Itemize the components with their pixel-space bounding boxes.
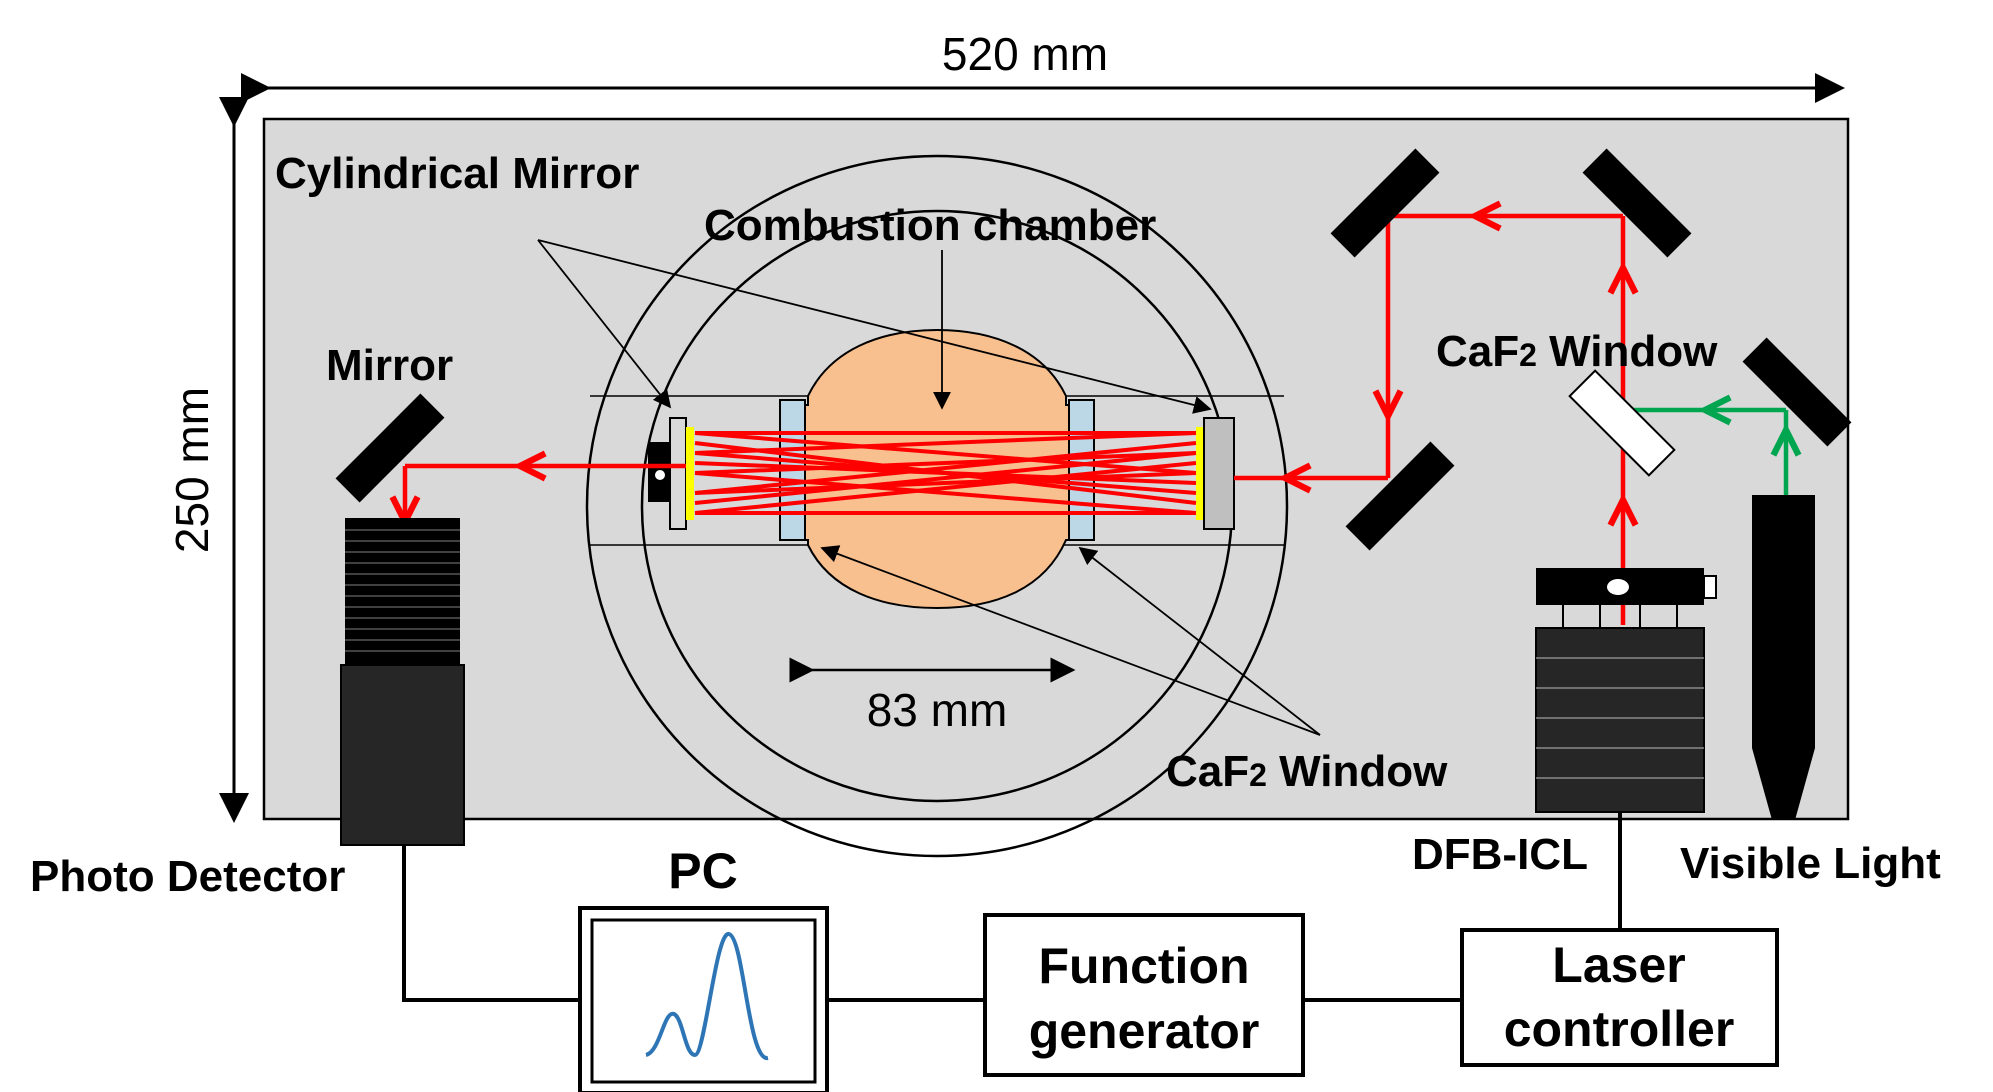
steering-mirror-visible — [1742, 337, 1852, 447]
signal-wiring — [402, 812, 1622, 1002]
caf2-beam-splitter — [1568, 369, 1676, 477]
cylindrical-mirror-right — [1203, 417, 1235, 530]
height-dimension-label: 250 mm — [166, 387, 218, 553]
leader-lines — [537, 239, 1321, 736]
mirror-label: Mirror — [326, 341, 453, 390]
multipass-beams — [694, 431, 1197, 515]
steering-mirror-top-left — [1330, 148, 1440, 258]
cylindrical-mirror-right-coating — [1196, 427, 1204, 520]
dfb-icl-connector — [1703, 575, 1717, 599]
steering-mirror-top-right — [1582, 148, 1692, 258]
visible-light-label: Visible Light — [1680, 839, 1941, 888]
dfb-icl-aperture — [1607, 579, 1629, 595]
cylindrical-mirror-label: Cylindrical Mirror — [275, 149, 639, 198]
photo-detector-fins — [345, 529, 460, 652]
pc-label: PC — [668, 843, 737, 899]
photo-detector-head — [345, 518, 460, 665]
photo-detector-body — [340, 664, 465, 846]
pc-monitor-screen — [590, 918, 817, 1084]
caf2-window-top-label: CaF2 Window — [1436, 327, 1718, 376]
function-generator-label-line2: generator — [1029, 1003, 1260, 1059]
combustion-chamber-label: Combustion chamber — [704, 201, 1156, 250]
caf2-window-bottom-label: CaF2 Window — [1166, 747, 1448, 796]
photo-detector-label: Photo Detector — [30, 852, 345, 901]
function-generator-box — [983, 913, 1305, 1077]
cylindrical-mirror-left — [669, 417, 687, 530]
laser-controller-label-line1: Laser — [1552, 937, 1685, 993]
visible-light-source — [1752, 495, 1815, 820]
caf2-window-right — [1068, 399, 1095, 541]
absorption-spectrum-trace — [645, 931, 769, 1060]
laser-controller-box — [1460, 928, 1779, 1067]
chamber-dimension-label: 83 mm — [867, 684, 1008, 736]
laser-beam-path — [405, 216, 1623, 625]
steering-mirror-lower — [1345, 441, 1455, 551]
mirror-detector-side — [335, 393, 445, 503]
function-generator-label-line1: Function — [1038, 938, 1249, 994]
cylindrical-mirror-left-coating — [686, 427, 694, 520]
visible-light-beam — [1623, 410, 1786, 495]
width-dimension-label: 520 mm — [942, 28, 1108, 80]
dfb-icl-body — [1535, 627, 1705, 813]
dfb-icl-pins — [1562, 605, 1678, 630]
laser-controller-label-line2: controller — [1504, 1001, 1735, 1057]
mirror-mount-hole — [655, 470, 665, 480]
chamber-outer-ring — [585, 154, 1289, 858]
dfb-icl-fins — [1536, 657, 1704, 779]
dfb-icl-label: DFB-ICL — [1412, 830, 1588, 879]
